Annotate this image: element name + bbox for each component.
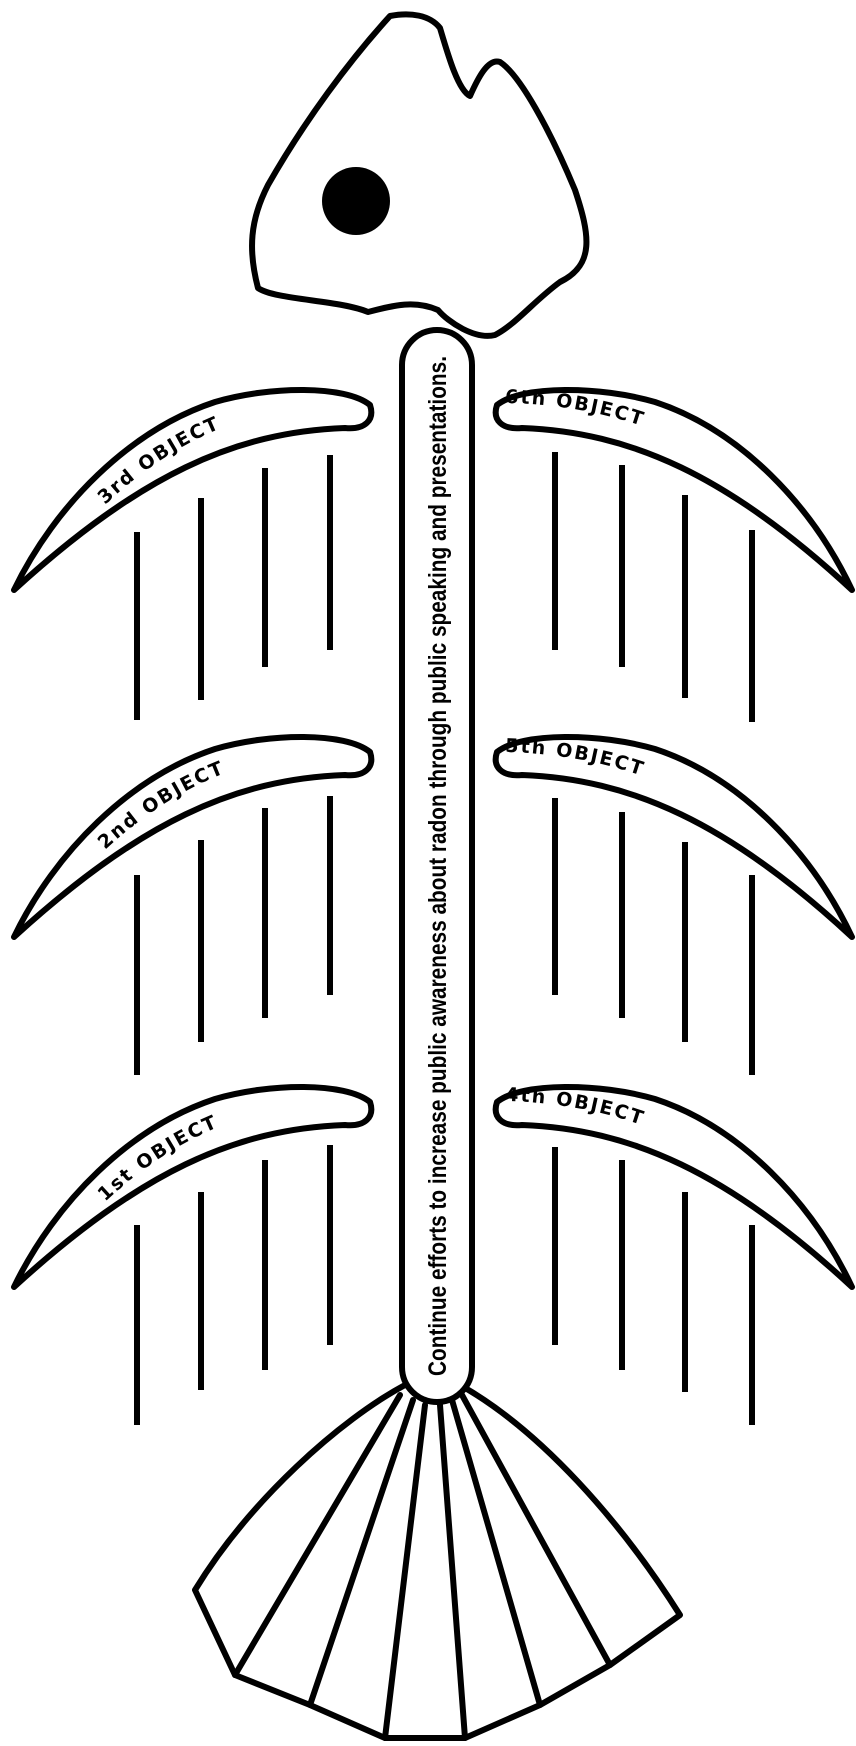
bone-5th: 5th OBJECT bbox=[496, 735, 852, 937]
bone-1st: 1st OBJECT bbox=[14, 1087, 371, 1287]
fish-spine: Continue efforts to increase public awar… bbox=[402, 330, 472, 1402]
bone-2nd: 2nd OBJECT bbox=[14, 737, 371, 937]
fish-eye bbox=[322, 167, 390, 235]
bone-3rd: 3rd OBJECT bbox=[14, 390, 371, 590]
fish-head bbox=[252, 14, 586, 336]
right-rib-lines bbox=[555, 452, 752, 1425]
fish-tail bbox=[195, 1385, 680, 1738]
bone-4th: 4th OBJECT bbox=[496, 1084, 852, 1287]
left-rib-lines bbox=[137, 455, 330, 1425]
bone-6th: 6th OBJECT bbox=[496, 386, 852, 590]
spine-text: Continue efforts to increase public awar… bbox=[424, 356, 452, 1376]
